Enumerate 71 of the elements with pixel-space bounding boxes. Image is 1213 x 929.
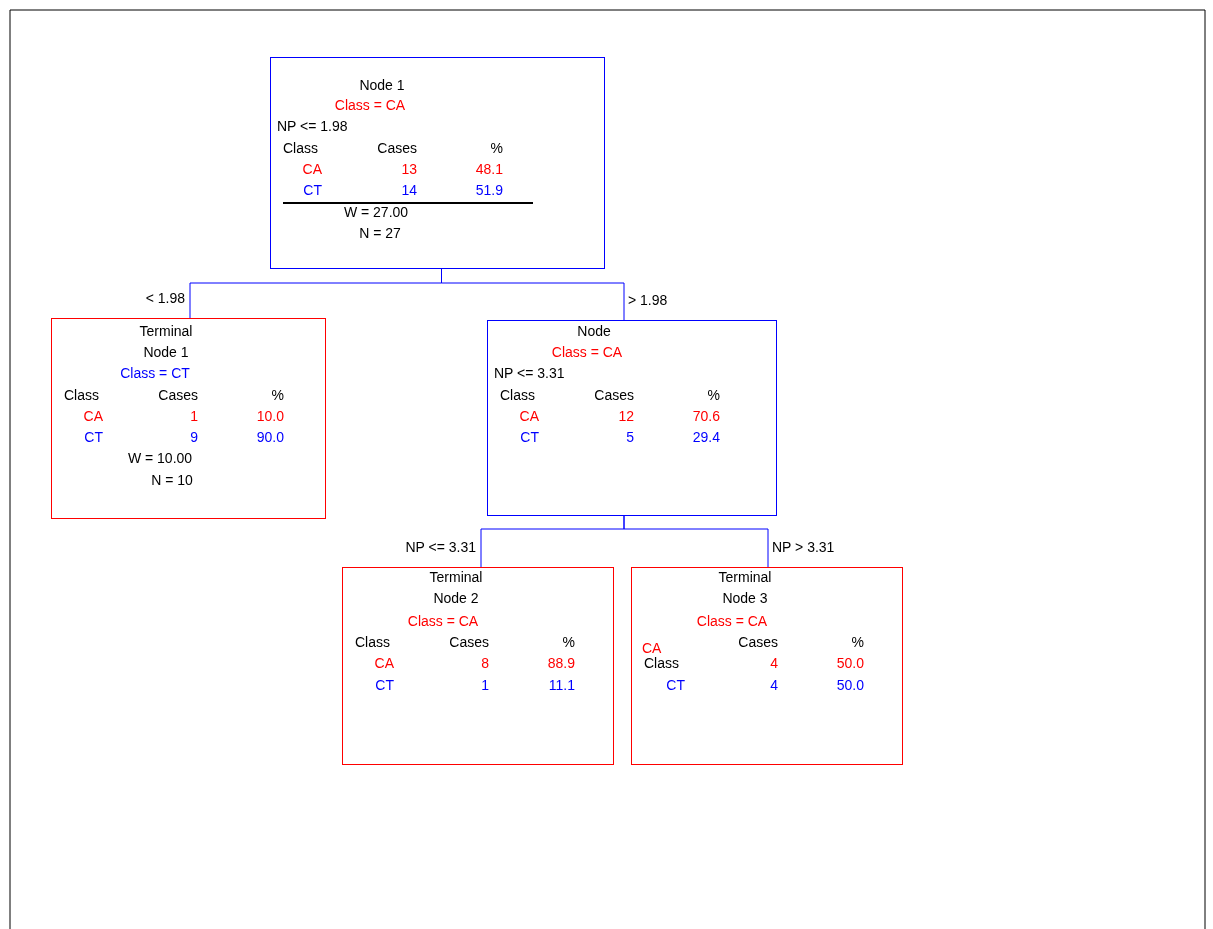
case-count: 14 [401,181,417,199]
class-name: CA [83,407,103,425]
split-condition: NP <= 3.31 [494,364,565,382]
case-count: 4 [770,676,778,694]
case-count: 5 [626,428,634,446]
case-count: 4 [770,654,778,672]
weight-label: W = 27.00 [343,203,409,221]
class-name: CT [375,676,394,694]
predicted-class: Class = CA [407,612,479,630]
percentage: 90.0 [256,428,284,446]
column-header: % [271,386,284,404]
predicted-class: Class = CA [551,343,623,361]
class-name: CT [84,428,103,446]
class-name: CA [642,639,662,657]
column-header: Cases [449,633,489,651]
node-title: Node 1 [359,76,405,94]
node-title: Terminal Node 3 [717,568,773,608]
percentage: 51.9 [475,181,503,199]
predicted-class: Class = CA [696,612,768,630]
count-label: N = 27 [359,224,401,242]
column-header: % [562,633,575,651]
column-header: Class [500,386,535,404]
percentage: 88.9 [547,654,575,672]
predicted-class: Class = CT [120,364,190,382]
case-count: 8 [481,654,489,672]
percentage: 50.0 [836,676,864,694]
split-node [487,320,777,516]
terminal-node [342,567,614,765]
class-name: CT [520,428,539,446]
predicted-class: Class = CA [334,96,406,114]
class-name: CT [666,676,685,694]
column-header: Cases [594,386,634,404]
column-header: % [490,139,503,157]
column-header: Cases [377,139,417,157]
column-header: Class [283,139,318,157]
edge-label: NP > 3.31 [771,539,836,555]
percentage: 70.6 [692,407,720,425]
percentage: 29.4 [692,428,720,446]
case-count: 1 [481,676,489,694]
class-name: CA [374,654,394,672]
weight-label: W = 10.00 [127,449,193,467]
class-name: CA [519,407,539,425]
edge-label: > 1.98 [627,292,669,308]
percentage: 50.0 [836,654,864,672]
column-header: % [707,386,720,404]
terminal-node [631,567,903,765]
column-header: Class [644,654,679,672]
edge-label: < 1.98 [144,290,186,306]
connector-line [623,515,769,568]
edge-label: NP <= 3.31 [404,539,477,555]
column-header: Cases [738,633,778,651]
percentage: 11.1 [548,676,575,694]
case-count: 9 [190,428,198,446]
percentage: 48.1 [475,160,503,178]
column-header: Class [64,386,99,404]
node-title: Node [577,322,611,340]
split-node [270,57,605,269]
node-title: Terminal Node 2 [428,568,484,608]
node-title: Terminal Node 1 [138,322,194,362]
class-name: CT [303,181,322,199]
terminal-node [51,318,326,519]
case-count: 13 [401,160,417,178]
case-count: 1 [190,407,198,425]
split-condition: NP <= 1.98 [277,117,348,135]
count-label: N = 10 [151,471,193,489]
column-header: % [851,633,864,651]
class-name: CA [302,160,322,178]
percentage: 10.0 [256,407,284,425]
column-header: Cases [158,386,198,404]
case-count: 12 [618,407,634,425]
column-header: Class [355,633,390,651]
